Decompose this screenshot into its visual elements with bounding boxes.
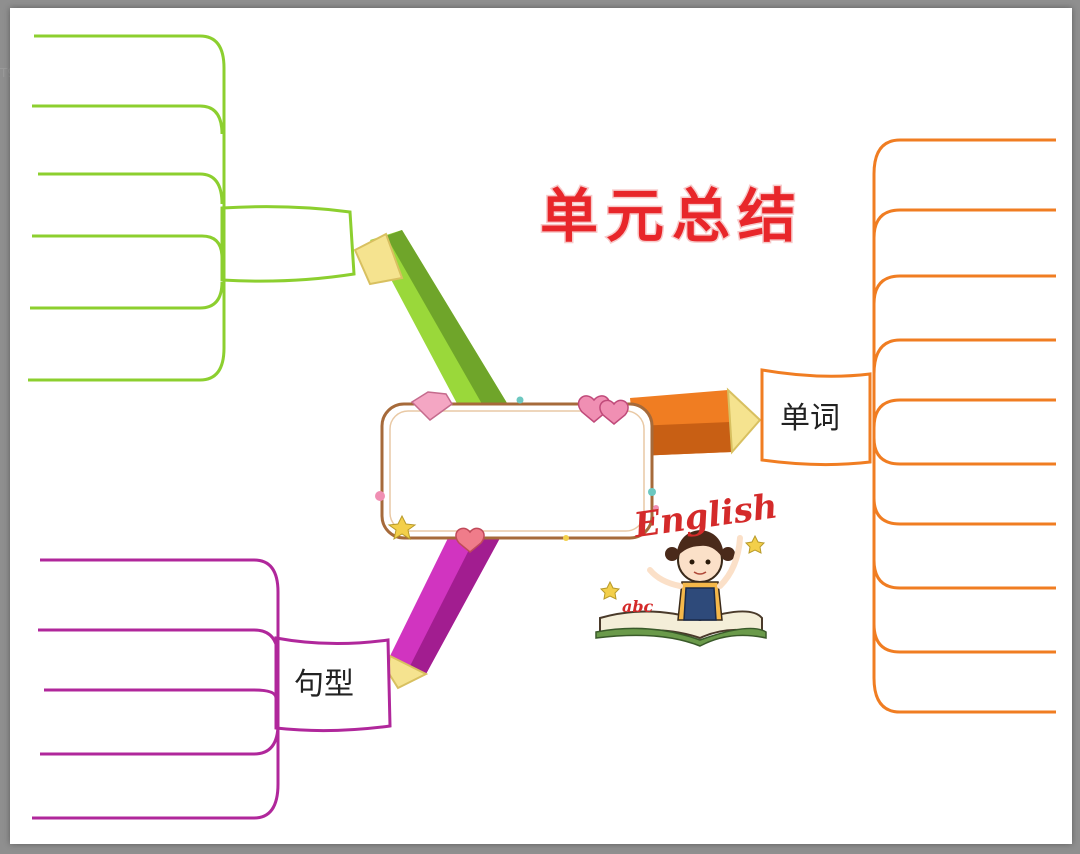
star-icon bbox=[387, 514, 417, 541]
dot-decoration bbox=[653, 505, 659, 511]
orange-branch-label: 单词 bbox=[780, 401, 840, 436]
dot-decoration bbox=[648, 488, 656, 496]
purple-branch-label: 句型 bbox=[294, 667, 354, 702]
purple-branch-leaves bbox=[32, 558, 280, 820]
purple-pencil-connector bbox=[386, 534, 500, 690]
dot-decoration bbox=[563, 535, 569, 541]
page-title: 单元总结 bbox=[540, 182, 804, 250]
center-topic-box bbox=[375, 391, 659, 553]
heart-icon bbox=[599, 399, 629, 425]
dot-decoration bbox=[516, 396, 524, 404]
orange-pencil-connector bbox=[630, 387, 762, 456]
heart-icon bbox=[455, 527, 485, 553]
abc-letters: abc bbox=[622, 597, 654, 616]
mind-map-canvas: 单元总结 bbox=[28, 34, 1056, 820]
star-icon bbox=[744, 534, 766, 554]
orange-branch-leaves bbox=[872, 138, 1056, 714]
green-branch-leaves bbox=[28, 34, 226, 382]
star-icon bbox=[599, 580, 621, 600]
mind-map-page: 单元总结 bbox=[10, 8, 1072, 844]
green-pencil-connector bbox=[353, 230, 510, 428]
green-branch-label-box bbox=[220, 205, 356, 283]
diamond-icon bbox=[410, 391, 453, 421]
dot-decoration bbox=[375, 491, 385, 501]
purple-branch-label-box: 句型 bbox=[274, 636, 392, 733]
orange-branch-label-box: 单词 bbox=[760, 368, 872, 467]
